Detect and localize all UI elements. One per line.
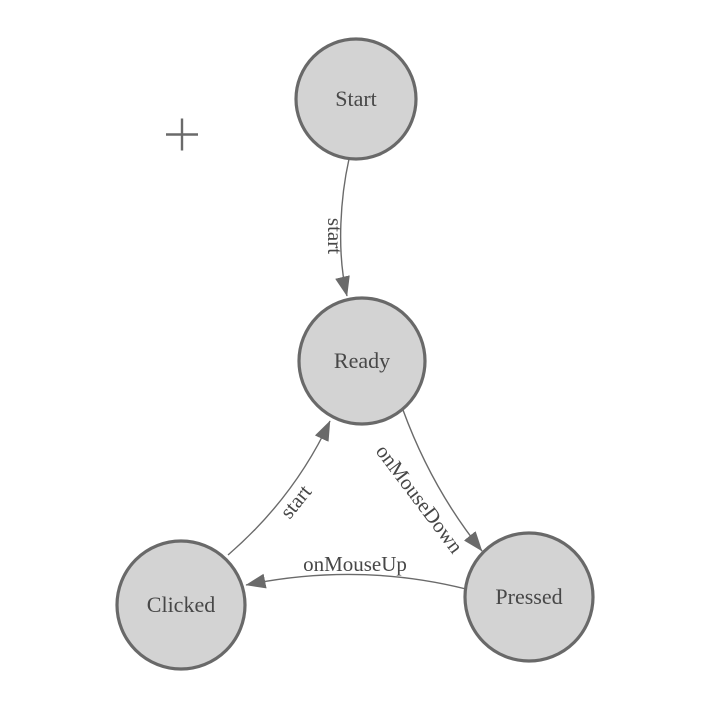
node-ready[interactable]: Ready [297, 296, 427, 426]
node-clicked-label: Clicked [147, 592, 215, 617]
node-clicked-circle[interactable] [115, 539, 247, 671]
node-pressed[interactable]: Pressed [463, 531, 595, 663]
edge-label-start-1: start [323, 218, 347, 254]
edge-clicked-to-ready[interactable]: start [227, 420, 331, 556]
node-start[interactable]: Start [294, 37, 418, 161]
node-pressed-circle[interactable] [463, 531, 595, 663]
node-ready-label: Ready [334, 348, 390, 373]
edge-path-pressed-to-clicked[interactable] [245, 573, 467, 590]
edge-start-to-ready[interactable]: start [323, 158, 350, 297]
node-start-label: Start [335, 86, 377, 111]
edge-path-ready-to-pressed[interactable] [402, 409, 483, 552]
node-clicked[interactable]: Clicked [115, 539, 247, 671]
edge-path-start-to-ready[interactable] [335, 158, 350, 297]
node-ready-circle[interactable] [297, 296, 427, 426]
edge-label-onmousedown: onMouseDown [371, 440, 468, 558]
edge-path-clicked-to-ready[interactable] [227, 420, 331, 556]
edge-pressed-to-clicked[interactable]: onMouseUp [245, 552, 467, 590]
edge-ready-to-pressed[interactable]: onMouseDown [371, 409, 483, 558]
plus-crosshair-icon [166, 118, 198, 151]
node-start-circle[interactable] [294, 37, 418, 161]
edge-label-start-2: start [275, 480, 317, 523]
edge-label-onmouseup: onMouseUp [303, 552, 407, 576]
node-pressed-label: Pressed [495, 584, 562, 609]
